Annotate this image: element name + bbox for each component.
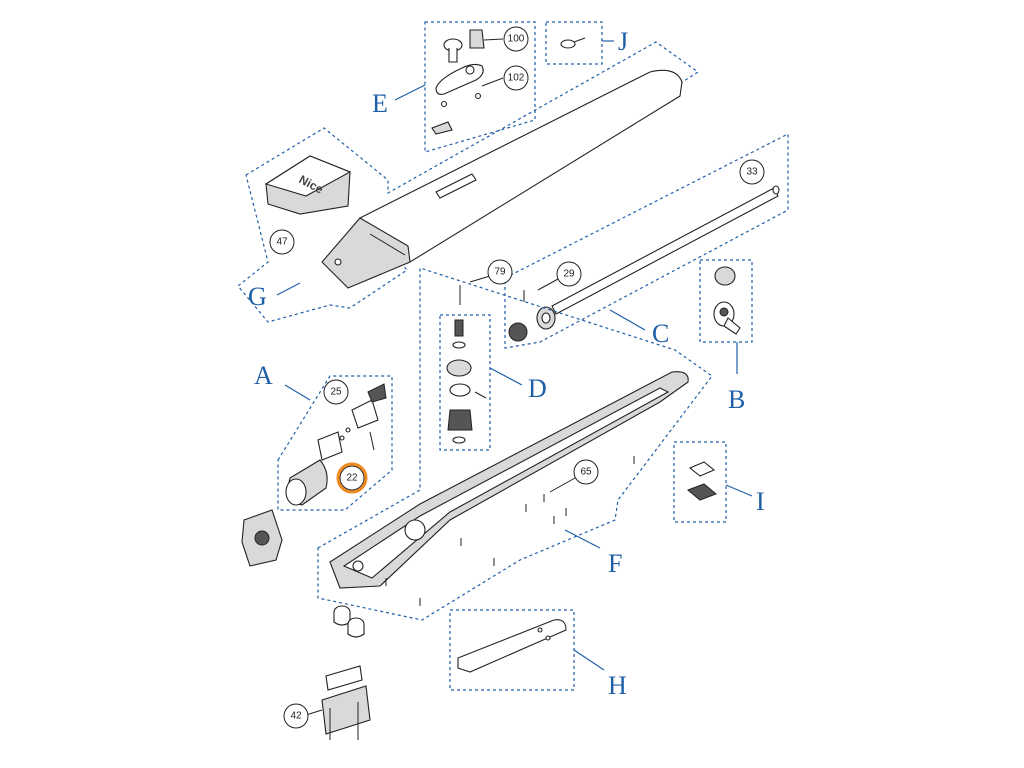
group-h-label: H <box>608 671 627 700</box>
control-board-part[interactable] <box>241 509 283 567</box>
group-j[interactable]: J <box>545 21 628 65</box>
part-79[interactable]: 79 <box>459 259 513 305</box>
group-b[interactable]: B <box>699 259 753 414</box>
part-number-42: 42 <box>290 711 302 722</box>
group-h[interactable]: H <box>449 609 627 700</box>
part-number-65: 65 <box>580 467 592 478</box>
group-e[interactable]: E 100 102 <box>372 21 536 153</box>
part-number-47: 47 <box>276 237 288 248</box>
part-number-22: 22 <box>346 473 358 484</box>
group-i-label: I <box>756 487 765 516</box>
highlight-ring <box>336 462 368 494</box>
group-a-label: A <box>254 361 273 390</box>
terminal-block-42[interactable]: 42 <box>283 665 371 740</box>
group-a[interactable]: A 25 22 <box>254 361 393 511</box>
group-g[interactable]: G Nice 47 <box>237 41 700 323</box>
part-number-25: 25 <box>330 387 342 398</box>
group-i[interactable]: I <box>673 441 765 523</box>
part-number-29: 29 <box>563 269 575 280</box>
group-f-label: F <box>608 549 622 578</box>
group-j-label: J <box>618 27 628 56</box>
part-number-33: 33 <box>746 167 758 178</box>
group-e-label: E <box>372 89 388 118</box>
group-c-label: C <box>652 319 669 348</box>
group-g-label: G <box>248 282 267 311</box>
group-d[interactable]: D <box>439 314 547 451</box>
group-f[interactable]: F 65 <box>317 267 713 621</box>
part-number-100: 100 <box>508 34 525 45</box>
part-number-102: 102 <box>508 73 525 84</box>
group-c[interactable]: C 29 33 <box>504 133 789 349</box>
group-d-label: D <box>528 374 547 403</box>
part-number-79: 79 <box>494 267 506 278</box>
group-b-label: B <box>728 385 745 414</box>
bushing-parts[interactable] <box>333 605 365 638</box>
